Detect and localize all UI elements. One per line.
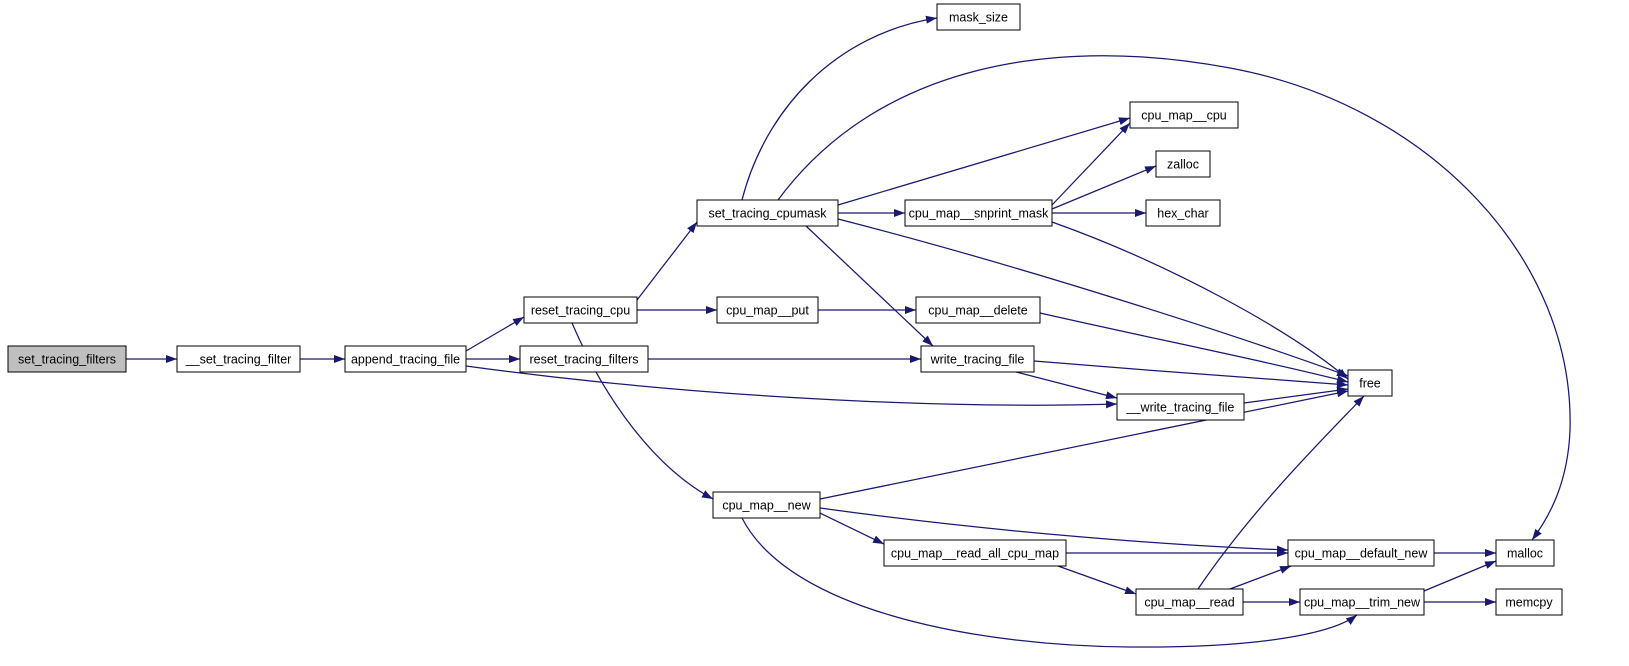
node-label: hex_char xyxy=(1157,207,1208,221)
node-__set_tracing_filter[interactable]: __set_tracing_filter xyxy=(176,345,301,373)
node-label: mask_size xyxy=(949,11,1008,25)
edge-cpu_map__new--cpu_map__read_all_cpu_map xyxy=(819,512,885,545)
node-cpu_map__put[interactable]: cpu_map__put xyxy=(716,296,819,324)
node-label: free xyxy=(1359,377,1381,391)
node-box xyxy=(1155,150,1211,178)
node-box xyxy=(716,296,819,324)
edge-__write_tracing_file--free xyxy=(1243,386,1349,404)
node-cpu_map__delete[interactable]: cpu_map__delete xyxy=(915,296,1041,324)
node-cpu_map__default_new[interactable]: cpu_map__default_new xyxy=(1287,539,1435,567)
node-box xyxy=(519,345,649,373)
edge-write_tracing_file--free xyxy=(1033,360,1349,389)
node-hex_char[interactable]: hex_char xyxy=(1145,199,1221,227)
node-cpu_map__snprint_mask[interactable]: cpu_map__snprint_mask xyxy=(904,199,1053,227)
node-box xyxy=(523,296,638,324)
node-label: reset_tracing_filters xyxy=(529,353,638,367)
edges-layer xyxy=(126,15,1571,648)
node-write_tracing_file[interactable]: write_tracing_file xyxy=(920,345,1035,373)
node-cpu_map__trim_new[interactable]: cpu_map__trim_new xyxy=(1299,588,1425,616)
node-label: reset_tracing_cpu xyxy=(531,304,630,318)
node-box xyxy=(176,345,301,373)
node-free[interactable]: free xyxy=(1347,369,1393,397)
node-label: cpu_map__read xyxy=(1144,596,1234,610)
node-mask_size[interactable]: mask_size xyxy=(936,3,1021,31)
edge-cpu_map__new--cpu_map__trim_new xyxy=(741,517,1358,648)
node-box xyxy=(344,345,467,373)
node-label: set_tracing_filters xyxy=(18,353,116,367)
node-reset_tracing_filters[interactable]: reset_tracing_filters xyxy=(519,345,649,373)
node-box xyxy=(904,199,1053,227)
node-box xyxy=(920,345,1035,373)
node-reset_tracing_cpu[interactable]: reset_tracing_cpu xyxy=(523,296,638,324)
edge-cpu_map__trim_new--malloc xyxy=(1423,560,1497,592)
node-box xyxy=(1299,588,1425,616)
node-box xyxy=(1495,588,1563,616)
node-label: set_tracing_cpumask xyxy=(708,207,827,221)
edge-write_tracing_file--__write_tracing_file xyxy=(1015,371,1118,400)
node-box xyxy=(1145,199,1221,227)
edge-set_tracing_cpumask--write_tracing_file xyxy=(805,225,934,347)
edge-cpu_map__snprint_mask--cpu_map__cpu xyxy=(1051,122,1131,206)
edge-cpu_map__snprint_mask--free xyxy=(1051,221,1349,380)
edge-cpu_map__read--cpu_map__default_new xyxy=(1229,565,1292,590)
node-cpu_map__read[interactable]: cpu_map__read xyxy=(1135,588,1244,616)
node-box xyxy=(712,491,821,519)
edge-cpu_map__read--free xyxy=(1197,395,1365,590)
edge-set_tracing_cpumask--mask_size xyxy=(741,15,938,201)
node-label: __write_tracing_file xyxy=(1126,401,1235,415)
node-label: malloc xyxy=(1507,547,1543,561)
node-box xyxy=(696,199,839,227)
nodes-layer: set_tracing_filters __set_tracing_filter a… xyxy=(7,3,1563,616)
edge-set_tracing_cpumask--malloc xyxy=(777,55,1571,541)
node-set_tracing_filters[interactable]: set_tracing_filters xyxy=(7,345,127,373)
node-cpu_map__cpu[interactable]: cpu_map__cpu xyxy=(1129,101,1239,129)
edge-append_tracing_file--__write_tracing_file xyxy=(465,365,1118,409)
node-label: cpu_map__trim_new xyxy=(1304,596,1421,610)
node-label: __set_tracing_filter xyxy=(185,353,292,367)
node-label: write_tracing_file xyxy=(930,353,1025,367)
node-label: memcpy xyxy=(1505,596,1553,610)
node-box xyxy=(1347,369,1393,397)
edge-cpu_map__new--cpu_map__default_new xyxy=(819,507,1289,554)
node-malloc[interactable]: malloc xyxy=(1495,539,1555,567)
node-zalloc[interactable]: zalloc xyxy=(1155,150,1211,178)
node-box xyxy=(7,345,127,373)
node-box xyxy=(1495,539,1555,567)
node-label: cpu_map__new xyxy=(722,499,811,513)
node-box xyxy=(915,296,1041,324)
node-box xyxy=(1129,101,1239,129)
node-label: append_tracing_file xyxy=(351,353,460,367)
node-label: cpu_map__put xyxy=(726,304,809,318)
node-label: zalloc xyxy=(1167,158,1199,172)
node-__write_tracing_file[interactable]: __write_tracing_file xyxy=(1116,393,1245,421)
edge-cpu_map__new--free xyxy=(819,389,1349,500)
node-label: cpu_map__read_all_cpu_map xyxy=(891,547,1059,561)
edge-cpu_map__snprint_mask--zalloc xyxy=(1051,165,1157,210)
node-cpu_map__new[interactable]: cpu_map__new xyxy=(712,491,821,519)
node-label: cpu_map__delete xyxy=(928,304,1027,318)
edge-cpu_map__read_all_cpu_map--cpu_map__read xyxy=(1057,565,1137,595)
node-memcpy[interactable]: memcpy xyxy=(1495,588,1563,616)
edge-cpu_map__delete--free xyxy=(1039,312,1349,384)
edge-set_tracing_cpumask--cpu_map__cpu xyxy=(837,117,1131,206)
node-box xyxy=(1287,539,1435,567)
node-box xyxy=(1116,393,1245,421)
edge-append_tracing_file--reset_tracing_cpu xyxy=(465,316,525,352)
node-append_tracing_file[interactable]: append_tracing_file xyxy=(344,345,467,373)
node-label: cpu_map__cpu xyxy=(1141,109,1227,123)
node-box xyxy=(936,3,1021,31)
node-label: cpu_map__snprint_mask xyxy=(909,207,1049,221)
node-cpu_map__read_all_cpu_map[interactable]: cpu_map__read_all_cpu_map xyxy=(883,539,1067,567)
node-box xyxy=(883,539,1067,567)
edge-set_tracing_cpumask--free xyxy=(837,218,1349,377)
node-label: cpu_map__default_new xyxy=(1295,547,1429,561)
node-set_tracing_cpumask[interactable]: set_tracing_cpumask xyxy=(696,199,839,227)
edge-reset_tracing_cpu--set_tracing_cpumask xyxy=(636,221,698,301)
node-box xyxy=(1135,588,1244,616)
